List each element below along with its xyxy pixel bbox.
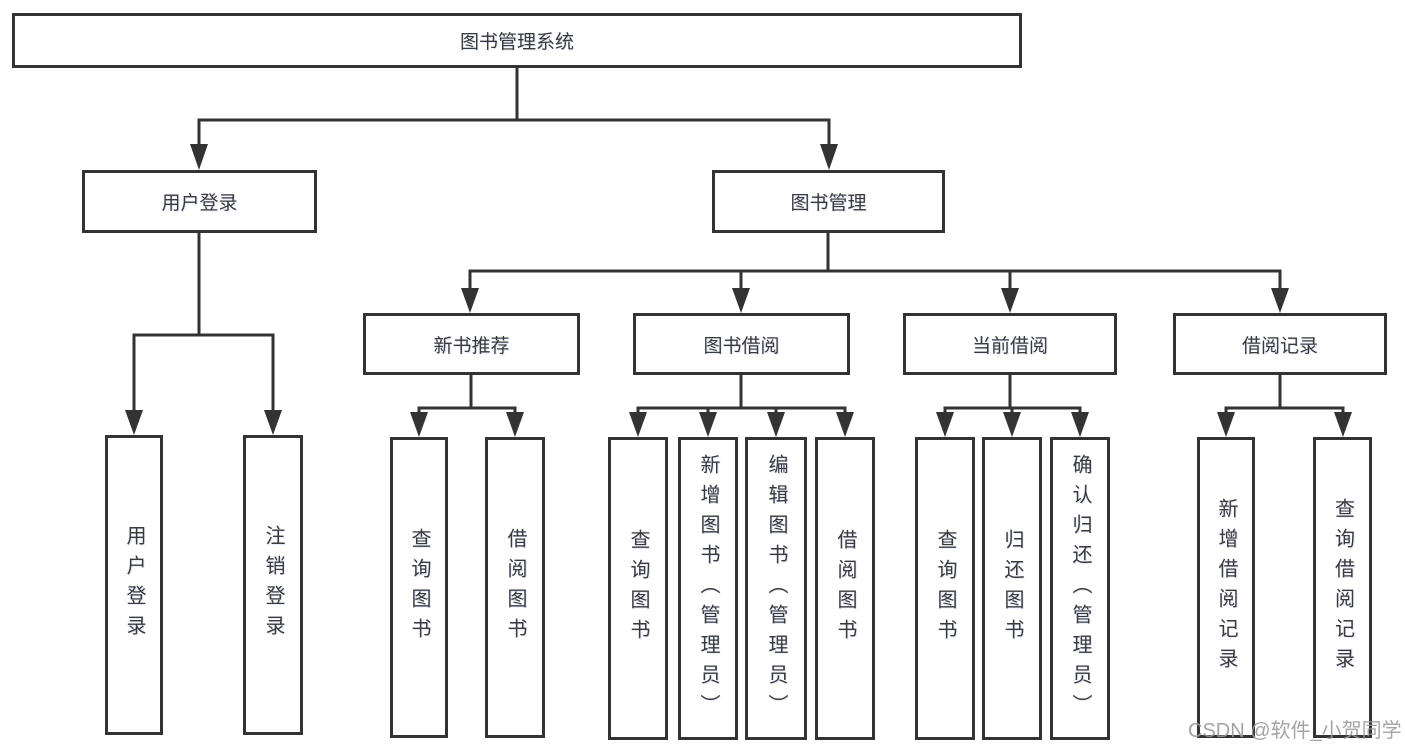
leaf-user-login: 用户登录 [105, 435, 163, 735]
node-label: 图书借阅 [703, 335, 780, 357]
node-label: 查询借阅记录 [1331, 497, 1354, 678]
node-new-book-recommend: 新书推荐 [363, 313, 580, 375]
connector-current-borrow-to-leaves [936, 375, 1089, 437]
leaf-rec-query-books: 查询图书 [390, 437, 448, 738]
node-label: 新书推荐 [433, 335, 510, 357]
node-label: 编辑图书（管理员） [765, 453, 787, 724]
node-label: 图书管理 [790, 193, 867, 214]
connector-user-login-to-leaves [125, 233, 282, 435]
node-book-borrowing: 图书借阅 [633, 313, 850, 375]
node-label: 借阅图书 [834, 528, 856, 649]
leaf-br-query-record: 查询借阅记录 [1313, 437, 1372, 738]
node-label: 图书管理系统 [459, 32, 574, 53]
node-label: 归还图书 [1001, 528, 1023, 649]
leaf-br-add-record: 新增借阅记录 [1197, 437, 1255, 738]
node-label: 用户登录 [161, 193, 238, 214]
node-label: 借阅图书 [504, 527, 526, 648]
leaf-bb-query-books: 查询图书 [608, 437, 668, 740]
leaf-bb-edit-books-admin: 编辑图书（管理员） [745, 437, 807, 740]
node-library-system: 图书管理系统 [12, 13, 1022, 68]
connector-book-borrow-to-leaves [629, 375, 854, 437]
node-label: 当前借阅 [971, 335, 1048, 357]
node-label: 用户登录 [123, 525, 145, 645]
node-label: 查询图书 [408, 527, 430, 648]
connector-book-mgmt-to-level3 [461, 233, 1289, 313]
connector-borrow-record-to-leaves [1217, 375, 1352, 437]
leaf-cb-query-books: 查询图书 [915, 437, 975, 740]
leaf-bb-add-books-admin: 新增图书（管理员） [678, 437, 738, 740]
node-borrow-records: 借阅记录 [1173, 313, 1387, 375]
node-label: 新增图书（管理员） [697, 453, 719, 724]
node-label: 查询图书 [627, 528, 649, 649]
node-label: 查询图书 [934, 528, 956, 649]
node-label: 确认归还（管理员） [1069, 453, 1091, 724]
leaf-bb-borrow-books: 借阅图书 [815, 437, 875, 740]
node-label: 注销登录 [262, 525, 284, 645]
node-user-login: 用户登录 [82, 170, 317, 233]
node-label: 新增借阅记录 [1215, 497, 1237, 678]
node-book-management: 图书管理 [712, 170, 945, 233]
leaf-logout: 注销登录 [243, 435, 303, 735]
leaf-cb-return-books: 归还图书 [982, 437, 1042, 740]
connector-new-book-rec-to-leaves [410, 375, 524, 437]
node-current-borrowing: 当前借阅 [903, 313, 1117, 375]
csdn-watermark: CSDN @软件_小贺同学 [1188, 720, 1402, 742]
connector-root-to-level2 [190, 68, 838, 170]
node-label: 借阅记录 [1241, 335, 1318, 357]
leaf-rec-borrow-books: 借阅图书 [485, 437, 545, 738]
leaf-cb-confirm-return-admin: 确认归还（管理员） [1050, 437, 1110, 740]
